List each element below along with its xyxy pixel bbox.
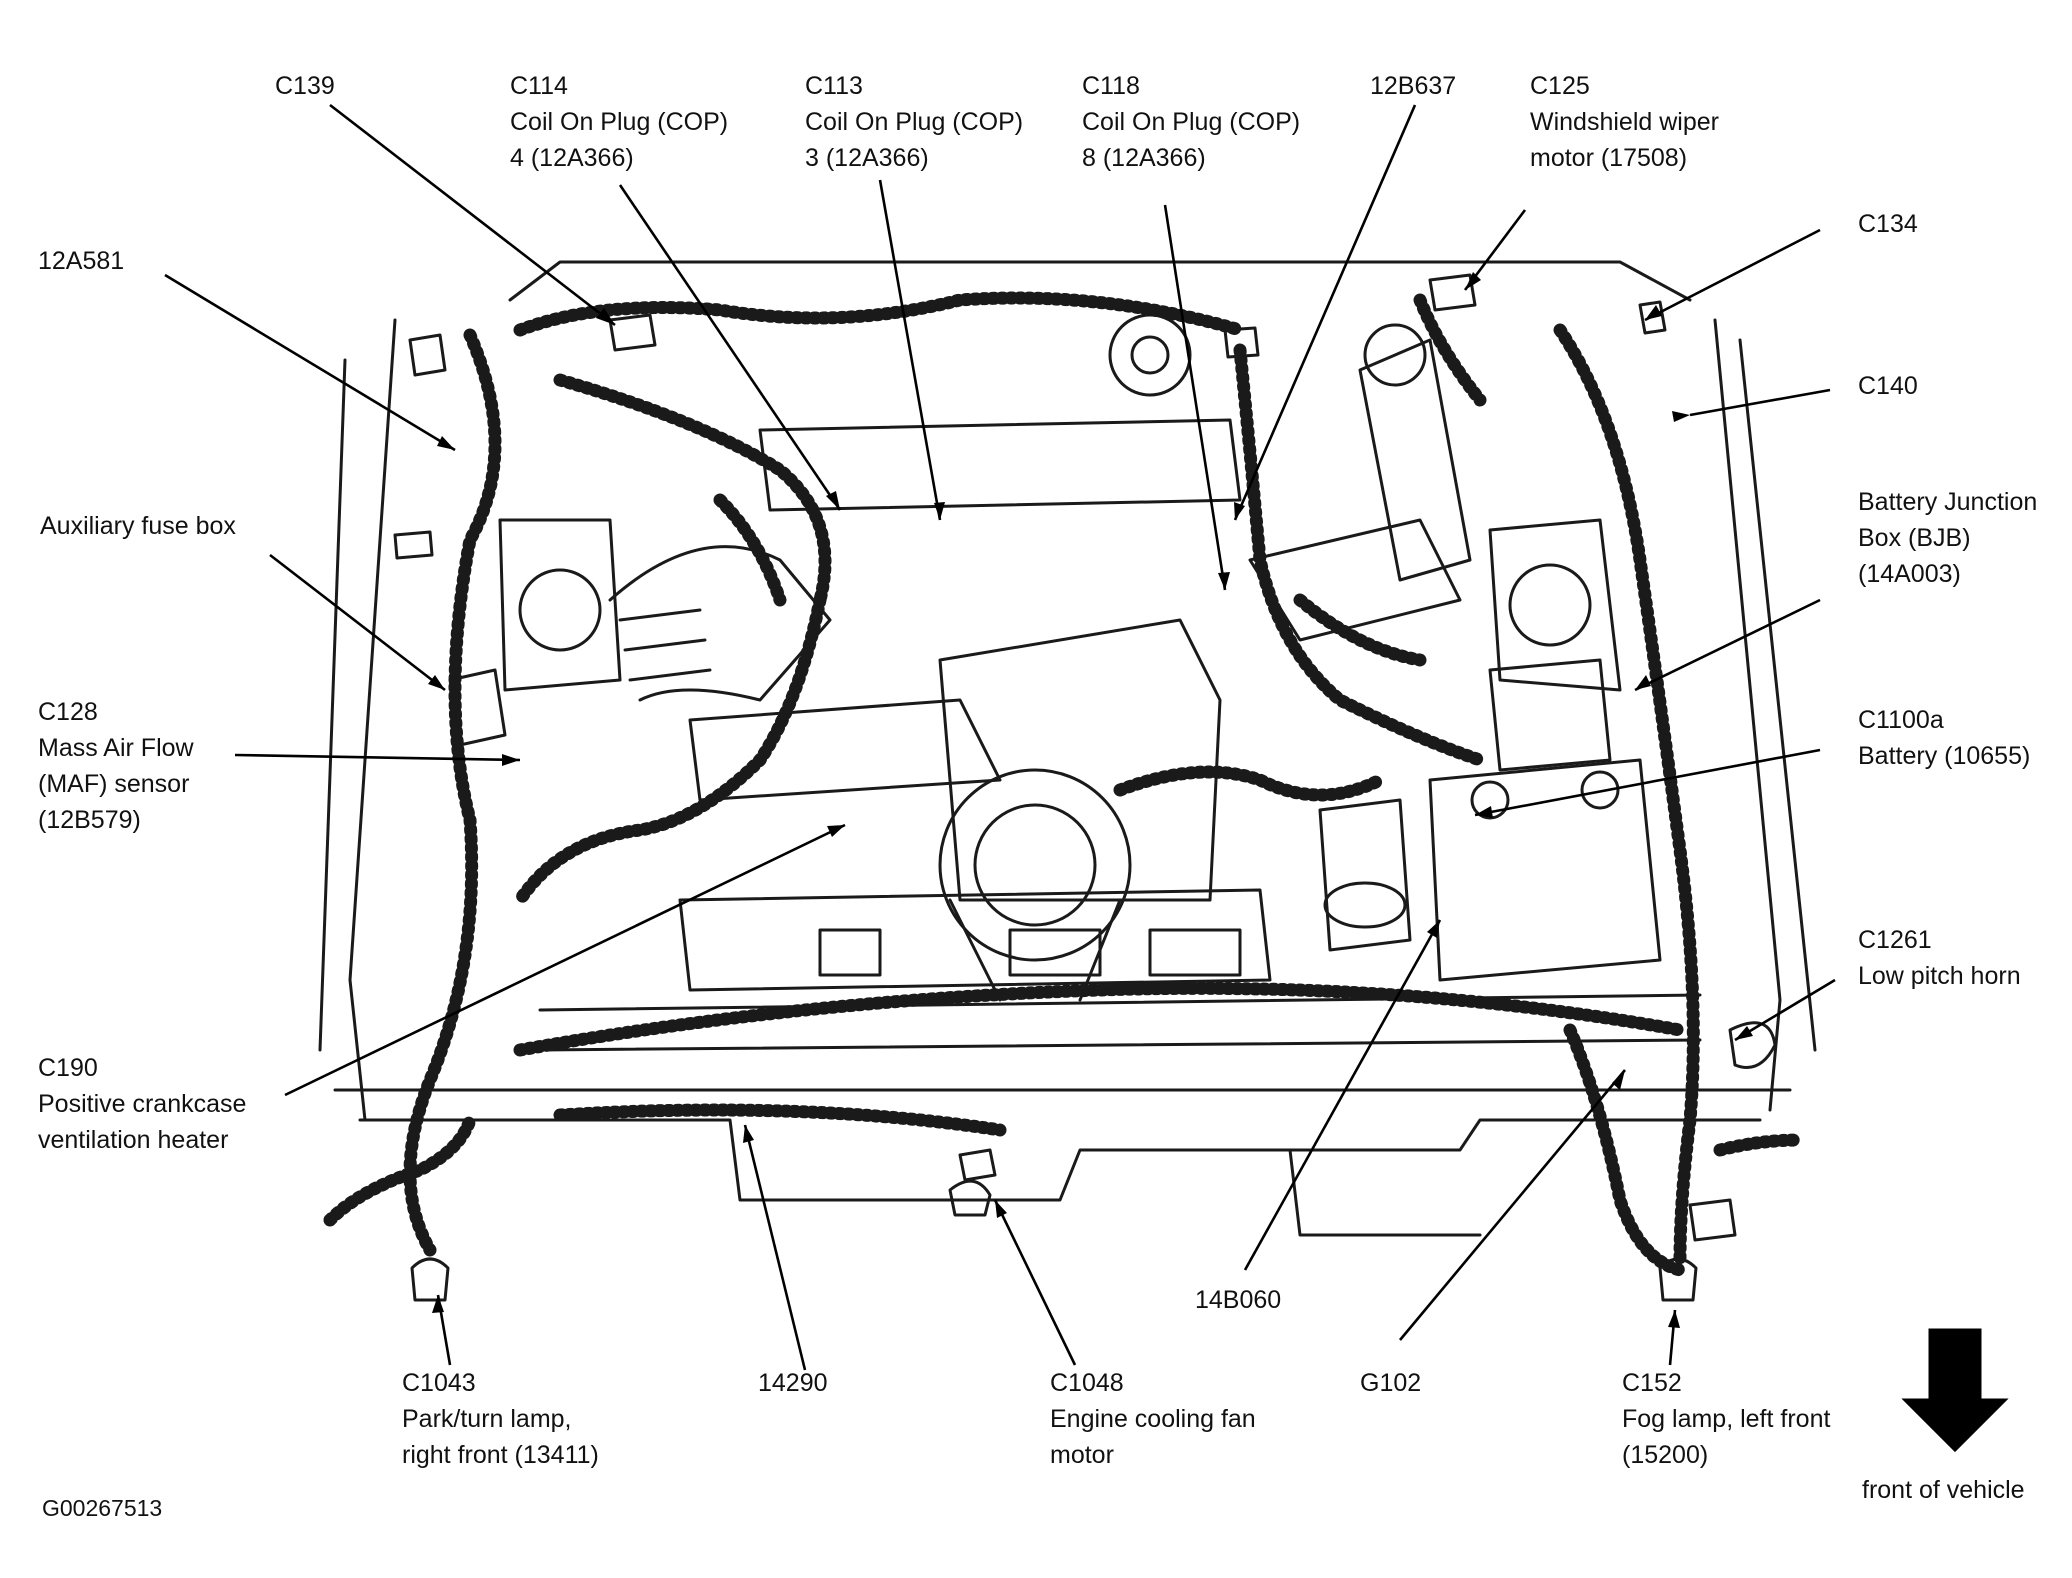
c113-desc-line2: 3 (12A366) <box>805 144 929 172</box>
label-14290: 14290 <box>758 1365 828 1401</box>
c125-desc-line1: Windshield wiper <box>1530 108 1719 136</box>
leader-aux-fuse <box>269 553 446 692</box>
leader-c128 <box>234 753 521 762</box>
c118-code: C118 <box>1082 72 1140 100</box>
leader-arrowheads <box>428 272 1753 1328</box>
label-c125: C125 Windshield wiper motor (17508) <box>1530 68 1719 176</box>
c190-desc-line1: Positive crankcase <box>38 1090 247 1118</box>
body-outline <box>318 260 1817 1237</box>
bjb-desc-line3: (14A003) <box>1858 560 1961 588</box>
label-c1100a: C1100a Battery (10655) <box>1858 702 2030 774</box>
c1100a-code: C1100a <box>1858 706 1944 734</box>
leader-g102 <box>1399 1069 1626 1341</box>
c125-code: C125 <box>1530 72 1590 100</box>
c113-desc-line1: Coil On Plug (COP) <box>805 108 1024 136</box>
c114-desc-line2: 4 (12A366) <box>510 144 634 172</box>
front-of-vehicle-text: front of vehicle <box>1862 1476 2025 1504</box>
c125-desc-line2: motor (17508) <box>1530 144 1688 172</box>
label-c134: C134 <box>1858 206 1918 242</box>
label-c1048: C1048 Engine cooling fan motor <box>1050 1365 1256 1473</box>
c1048-desc-line1: Engine cooling fan <box>1050 1405 1256 1433</box>
c114-code: C114 <box>510 72 568 100</box>
c140-code: C140 <box>1858 372 1918 400</box>
c1261-code: C1261 <box>1858 926 1932 954</box>
label-14b060: 14B060 <box>1195 1282 1281 1318</box>
c152-code: C152 <box>1622 1369 1682 1397</box>
leader-c134 <box>1644 228 1821 322</box>
leader-14b060 <box>1243 919 1442 1271</box>
c1261-desc: Low pitch horn <box>1858 962 2021 990</box>
c113-code: C113 <box>805 72 863 100</box>
engine-components <box>393 273 1777 1302</box>
bjb-desc-line2: Box (BJB) <box>1858 524 1971 552</box>
c152-desc-line1: Fog lamp, left front <box>1622 1405 1831 1433</box>
label-c139: C139 <box>275 68 335 104</box>
c190-desc-line2: ventilation heater <box>38 1126 229 1154</box>
leader-c1100a <box>1474 748 1821 817</box>
leader-c113 <box>878 179 942 521</box>
label-c113: C113 Coil On Plug (COP) 3 (12A366) <box>805 68 1023 176</box>
c118-desc-line1: Coil On Plug (COP) <box>1082 108 1301 136</box>
c128-desc-line3: (12B579) <box>38 806 141 834</box>
leader-12a581 <box>164 273 456 452</box>
leader-14290 <box>743 1124 807 1371</box>
aux-fuse-desc: Auxiliary fuse box <box>40 512 236 540</box>
leader-bjb <box>1634 598 1821 692</box>
c128-code: C128 <box>38 698 98 726</box>
leader-c139 <box>329 103 616 327</box>
label-c152: C152 Fog lamp, left front (15200) <box>1622 1365 1830 1473</box>
label-c1261: C1261 Low pitch horn <box>1858 922 2021 994</box>
c1100a-desc: Battery (10655) <box>1858 742 2031 770</box>
label-c114: C114 Coil On Plug (COP) 4 (12A366) <box>510 68 728 176</box>
label-g102: G102 <box>1360 1365 1421 1401</box>
leader-c114 <box>618 184 842 511</box>
label-front-of-vehicle: front of vehicle <box>1862 1472 2025 1508</box>
c1043-code: C1043 <box>402 1369 476 1397</box>
down-arrow-icon <box>1901 1328 2009 1453</box>
c139-code: C139 <box>275 72 335 100</box>
label-c1043: C1043 Park/turn lamp, right front (13411… <box>402 1365 599 1473</box>
leader-c190 <box>284 823 846 1097</box>
label-c140: C140 <box>1858 368 1918 404</box>
label-12a581: 12A581 <box>38 243 124 279</box>
c190-code: C190 <box>38 1054 98 1082</box>
leader-c118 <box>1163 204 1227 591</box>
c1043-desc-line2: right front (13411) <box>402 1441 599 1469</box>
12a581-code: 12A581 <box>38 247 125 275</box>
c1043-desc-line1: Park/turn lamp, <box>402 1405 572 1433</box>
label-c118: C118 Coil On Plug (COP) 8 (12A366) <box>1082 68 1300 176</box>
14290-code: 14290 <box>758 1369 828 1397</box>
label-12b637: 12B637 <box>1370 68 1456 104</box>
label-auxiliary-fuse-box: Auxiliary fuse box <box>40 508 236 544</box>
bjb-desc-line1: Battery Junction <box>1858 488 2038 516</box>
callout-leaders <box>164 103 1836 1371</box>
label-bjb: Battery Junction Box (BJB) (14A003) <box>1858 484 2037 592</box>
c134-code: C134 <box>1858 210 1918 238</box>
figure-id-text: G00267513 <box>42 1495 163 1521</box>
14b060-code: 14B060 <box>1195 1286 1282 1314</box>
g102-code: G102 <box>1360 1369 1422 1397</box>
c1048-desc-line2: motor <box>1050 1441 1114 1469</box>
leader-12b637 <box>1233 104 1417 521</box>
leader-c1261 <box>1734 978 1836 1042</box>
label-c128: C128 Mass Air Flow (MAF) sensor (12B579) <box>38 694 194 838</box>
leader-c140 <box>1689 388 1831 417</box>
c152-desc-line2: (15200) <box>1622 1441 1709 1469</box>
c128-desc-line1: Mass Air Flow <box>38 734 194 762</box>
wiring-harnesses <box>323 291 1807 1277</box>
c128-desc-line2: (MAF) sensor <box>38 770 190 798</box>
c1048-code: C1048 <box>1050 1369 1124 1397</box>
12b637-code: 12B637 <box>1370 72 1457 100</box>
c114-desc-line1: Coil On Plug (COP) <box>510 108 729 136</box>
figure-id: G00267513 <box>42 1490 162 1526</box>
c118-desc-line2: 8 (12A366) <box>1082 144 1206 172</box>
leader-c1048 <box>993 1199 1077 1366</box>
label-c190: C190 Positive crankcase ventilation heat… <box>38 1050 246 1158</box>
